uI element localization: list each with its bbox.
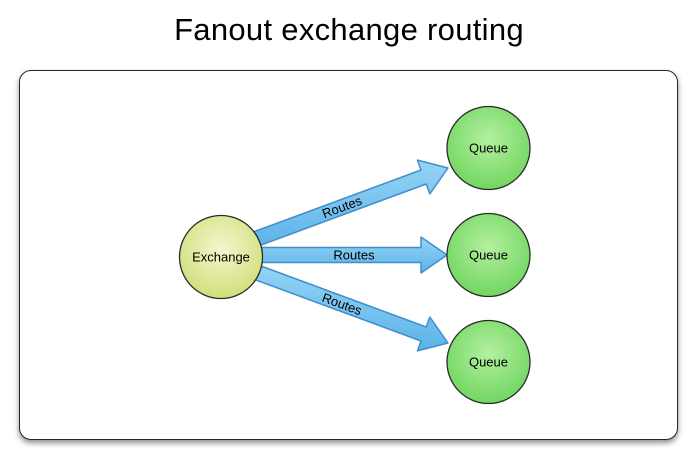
queue-node-middle [446, 212, 531, 298]
queue-label-bottom: Queue [469, 355, 508, 370]
exchange-label: Exchange [192, 250, 250, 265]
route-label-top: Routes [320, 193, 364, 222]
queue-node-top [446, 105, 531, 191]
route-arrow-bottom [249, 263, 449, 352]
queue-node-bottom [446, 319, 531, 405]
exchange-node [178, 214, 264, 300]
route-arrow-top [249, 159, 449, 248]
queue-label-middle: Queue [469, 248, 508, 263]
route-arrow-middle [261, 236, 448, 274]
route-label-middle: Routes [333, 248, 375, 263]
diagram-title: Fanout exchange routing [174, 12, 524, 47]
queue-label-top: Queue [469, 141, 508, 156]
route-label-bottom: Routes [320, 290, 364, 319]
